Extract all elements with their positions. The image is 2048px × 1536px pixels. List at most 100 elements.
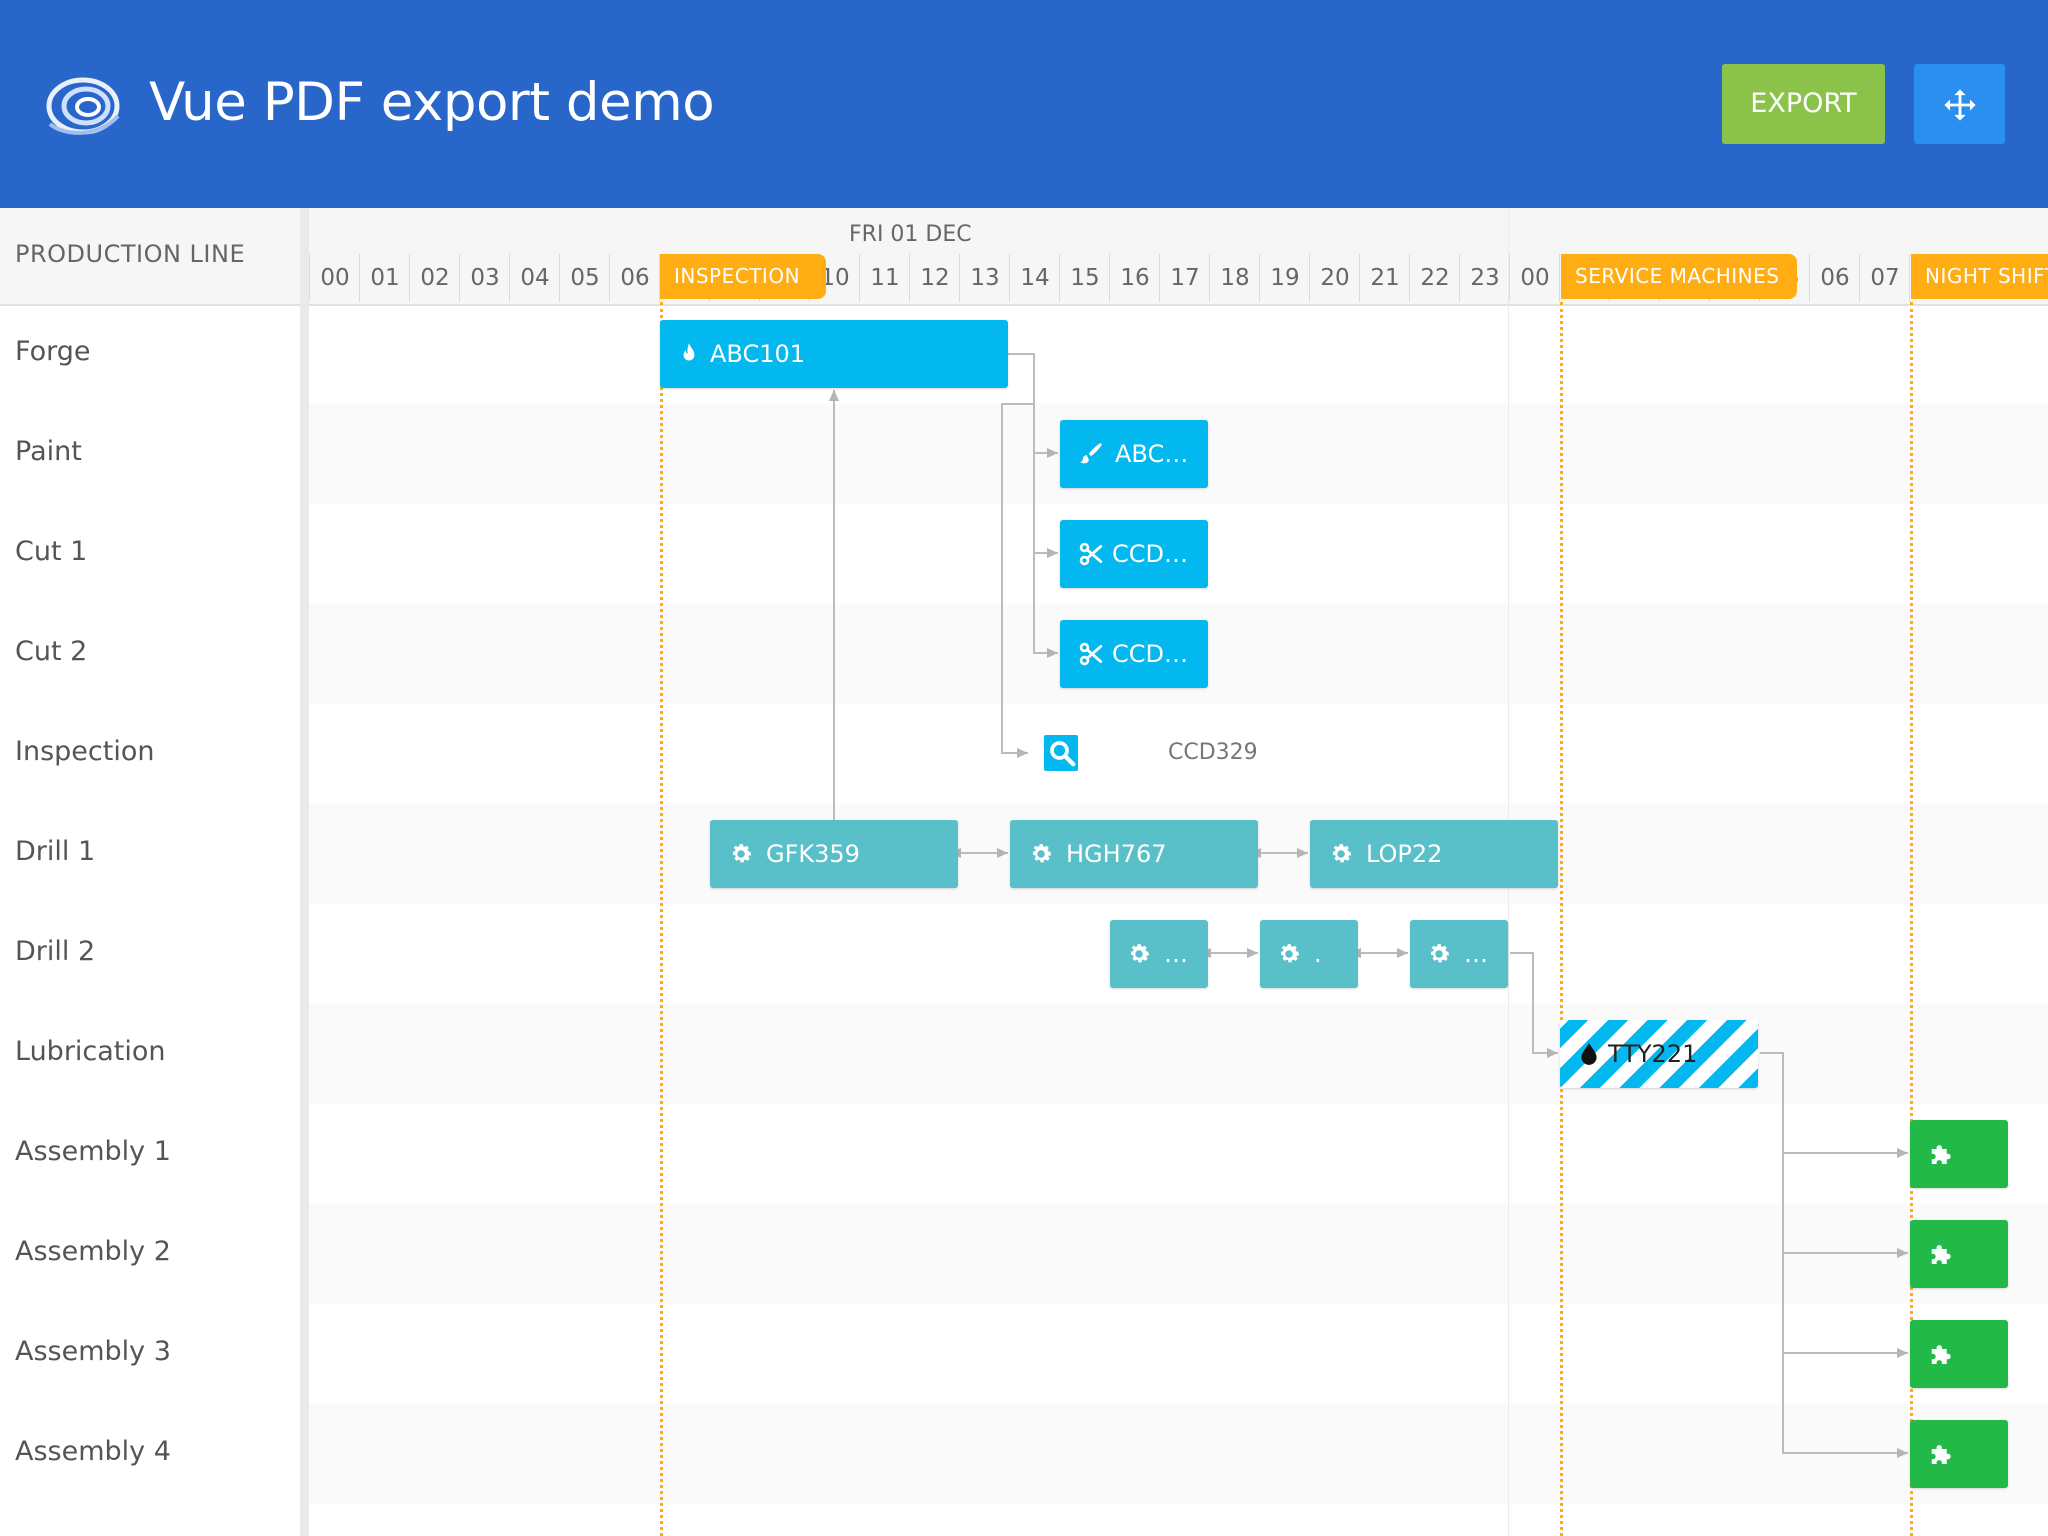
scissors-icon <box>1078 541 1104 567</box>
event-label: HGH767 <box>1066 840 1167 868</box>
gear-icon <box>728 841 754 867</box>
hour-tick: 22 <box>1409 254 1460 302</box>
range-tag-night-shift[interactable]: NIGHT SHIFT <box>1911 254 2048 299</box>
fullscreen-move-button[interactable] <box>1914 64 2005 144</box>
event-drill1-gfk359[interactable]: GFK359 <box>710 820 958 888</box>
gear-icon <box>1426 941 1452 967</box>
row-label: Paint <box>15 436 82 467</box>
dependency-forge-inspection <box>1001 403 1034 758</box>
search-icon <box>1050 741 1076 767</box>
range-tag-service-machines[interactable]: SERVICE MACHINES <box>1561 254 1797 299</box>
range-line-night-shift <box>1910 302 1913 1536</box>
milestone-label: CCD329 <box>1168 740 1258 765</box>
gear-icon <box>1126 941 1152 967</box>
gear-icon <box>1328 841 1354 867</box>
hour-tick: 05 <box>559 254 610 302</box>
puzzle-icon <box>1928 1339 1958 1369</box>
event-label: TTY221 <box>1608 1040 1698 1068</box>
event-label: . <box>1314 940 1322 968</box>
event-assembly1[interactable] <box>1910 1120 2008 1188</box>
event-assembly4[interactable] <box>1910 1420 2008 1488</box>
range-line-inspection <box>660 302 663 1536</box>
event-assembly2[interactable] <box>1910 1220 2008 1288</box>
hour-tick: 07 <box>1859 254 1910 302</box>
schedule-row[interactable] <box>0 604 2048 704</box>
hour-tick: 00 <box>309 254 360 302</box>
hour-tick: 00 <box>1509 254 1560 302</box>
event-lubrication-tty221[interactable]: TTY221 <box>1560 1020 1758 1088</box>
app-header: Vue PDF export demo EXPORT <box>0 0 2048 208</box>
schedule-row[interactable] <box>0 904 2048 1004</box>
schedule-row[interactable] <box>0 1404 2048 1504</box>
export-button[interactable]: EXPORT <box>1722 64 1885 144</box>
hour-tick: 17 <box>1159 254 1210 302</box>
hour-tick: 13 <box>959 254 1010 302</box>
event-cut2[interactable]: CCD… <box>1060 620 1208 688</box>
scissors-icon <box>1078 641 1104 667</box>
row-label: Assembly 2 <box>15 1236 171 1267</box>
dependency-forge-cut1 <box>1033 453 1058 558</box>
event-cut1[interactable]: CCD… <box>1060 520 1208 588</box>
hour-tick: 19 <box>1259 254 1310 302</box>
schedule-row[interactable] <box>0 404 2048 504</box>
flame-icon <box>676 341 702 367</box>
dependency-lubrication-assembly2 <box>1782 1153 1908 1258</box>
event-assembly3[interactable] <box>1910 1320 2008 1388</box>
row-label: Cut 1 <box>15 536 88 567</box>
hour-tick: 11 <box>859 254 910 302</box>
event-label: LOP22 <box>1366 840 1443 868</box>
schedule-row[interactable] <box>0 1304 2048 1404</box>
hour-tick: 06 <box>609 254 660 302</box>
puzzle-icon <box>1928 1439 1958 1469</box>
row-label: Forge <box>15 336 91 367</box>
hour-tick: 01 <box>359 254 410 302</box>
event-drill1-lop22[interactable]: LOP22 <box>1310 820 1558 888</box>
schedule-row[interactable] <box>0 504 2048 604</box>
row-label: Drill 1 <box>15 836 96 867</box>
hour-tick: 20 <box>1309 254 1360 302</box>
dependency-forge-cut2 <box>1033 553 1058 658</box>
hour-tick: 12 <box>909 254 960 302</box>
brush-icon <box>1078 441 1104 467</box>
event-drill2-c[interactable]: … <box>1410 920 1508 988</box>
event-label: GFK359 <box>766 840 860 868</box>
hour-tick: 14 <box>1009 254 1060 302</box>
gear-icon <box>1276 941 1302 967</box>
day-label: FRI 01 DEC <box>849 222 972 247</box>
event-drill2-a[interactable]: … <box>1110 920 1208 988</box>
event-drill1-hgh767[interactable]: HGH767 <box>1010 820 1258 888</box>
row-label: Assembly 4 <box>15 1436 171 1467</box>
range-tag-inspection[interactable]: INSPECTION <box>660 254 826 299</box>
range-line-service-machines <box>1560 302 1563 1536</box>
resource-column-header[interactable]: PRODUCTION LINE <box>0 208 300 306</box>
swirl-logo-icon <box>46 77 120 135</box>
hour-tick: 02 <box>409 254 460 302</box>
row-label: Assembly 3 <box>15 1336 171 1367</box>
event-forge-abc101[interactable]: ABC101 <box>660 320 1008 388</box>
event-label: ABC101 <box>710 340 806 368</box>
column-splitter[interactable] <box>300 208 309 1536</box>
event-label: … <box>1164 940 1188 968</box>
schedule-row[interactable] <box>0 1204 2048 1304</box>
event-inspection-milestone[interactable] <box>1044 735 1078 771</box>
hour-tick: 06 <box>1809 254 1860 302</box>
dependency-lubrication-assembly4 <box>1782 1353 1908 1458</box>
row-label: Cut 2 <box>15 636 88 667</box>
hour-tick: 23 <box>1459 254 1510 302</box>
hour-tick: 03 <box>459 254 510 302</box>
event-paint[interactable]: ABC… <box>1060 420 1208 488</box>
event-drill2-b[interactable]: . <box>1260 920 1358 988</box>
move-arrows-icon <box>1944 89 1976 121</box>
dependency-drill2-lubrication <box>1510 952 1558 1058</box>
event-label: CCD… <box>1112 540 1188 568</box>
hour-tick: 04 <box>509 254 560 302</box>
resource-column: PRODUCTION LINE <box>0 208 300 1536</box>
puzzle-icon <box>1928 1239 1958 1269</box>
gear-icon <box>1028 841 1054 867</box>
row-label: Lubrication <box>15 1036 166 1067</box>
hour-tick: 16 <box>1109 254 1160 302</box>
row-label: Drill 2 <box>15 936 96 967</box>
schedule-row[interactable] <box>0 1104 2048 1204</box>
drop-icon <box>1576 1041 1602 1067</box>
